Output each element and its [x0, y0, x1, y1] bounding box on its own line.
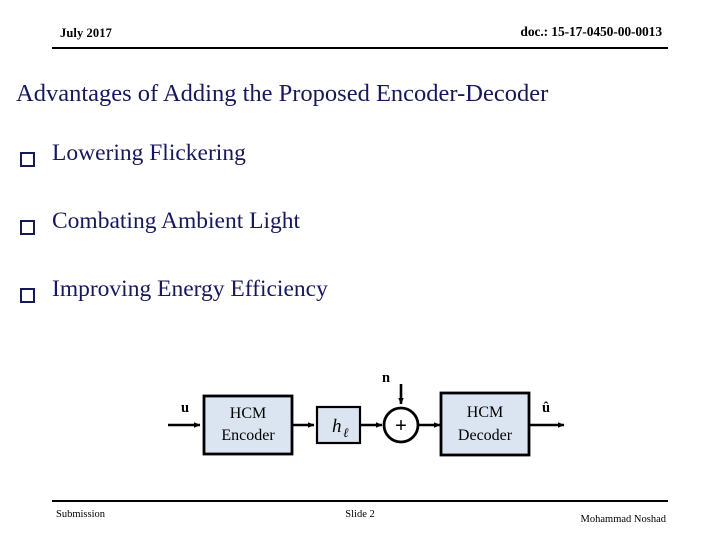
hcm-encoder-label-line1: HCM [230, 405, 266, 422]
hollow-square-bullet-icon [20, 152, 37, 169]
list-item: Lowering Flickering [18, 140, 698, 208]
noise-label: n [382, 370, 390, 386]
channel-label-base: h [332, 416, 342, 437]
slide-header: July 2017 doc.: 15-17-0450-00-0013 [52, 24, 668, 50]
slide-footer: Submission Slide 2 Mohammad Noshad [52, 500, 668, 534]
hcm-decoder-label-line2: Decoder [458, 427, 513, 444]
hollow-square-bullet-icon [20, 288, 37, 305]
footer-submission-label: Submission [56, 509, 106, 520]
list-item-label: Improving Energy Efficiency [52, 276, 328, 302]
page-title: Advantages of Adding the Proposed Encode… [16, 80, 549, 107]
hcm-decoder-block [439, 391, 531, 457]
list-item: Combating Ambient Light [18, 208, 698, 276]
channel-label-subscript: ℓ [343, 425, 349, 440]
header-doc-number: doc.: 15-17-0450-00-0013 [520, 24, 662, 39]
list-item-label: Combating Ambient Light [52, 208, 301, 234]
footer-slide-number: Slide 2 [345, 509, 375, 520]
input-label: u [181, 400, 189, 416]
hcm-encoder-decoder-block-diagram: u HCM Encoder h ℓ n + HCM Decoder û [160, 360, 580, 480]
bullet-list: Lowering Flickering Combating Ambient Li… [18, 140, 698, 344]
footer-divider [52, 500, 668, 502]
hollow-square-bullet-icon [20, 220, 37, 237]
list-item-label: Lowering Flickering [52, 140, 246, 166]
header-date: July 2017 [60, 26, 112, 40]
hcm-encoder-label-line2: Encoder [221, 427, 275, 444]
hcm-decoder-label-line1: HCM [467, 404, 503, 421]
footer-author: Mohammad Noshad [580, 514, 666, 525]
header-divider [52, 47, 668, 49]
adder-plus-label: + [395, 413, 407, 437]
list-item: Improving Energy Efficiency [18, 276, 698, 344]
output-label: û [542, 400, 550, 416]
